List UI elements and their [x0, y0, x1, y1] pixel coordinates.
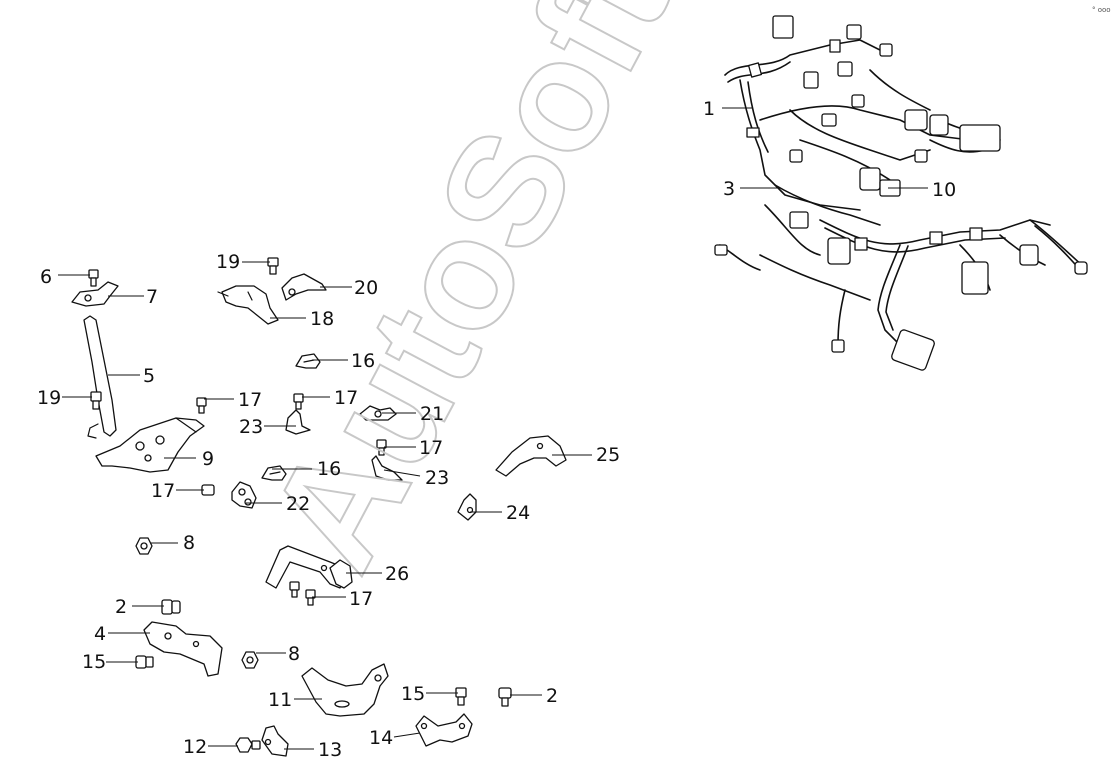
- bracket-part-7: [71, 281, 119, 307]
- leader-lines: [58, 107, 928, 750]
- callout-4: 4: [94, 623, 106, 645]
- callout-2-right: 2: [546, 685, 558, 707]
- clip-part-13: [261, 725, 289, 757]
- callout-18: 18: [310, 308, 334, 330]
- clip-part-16-top: [295, 353, 321, 369]
- callout-8-left: 8: [183, 532, 195, 554]
- bracket-part-25: [495, 435, 567, 477]
- callout-19-left: 19: [37, 387, 61, 409]
- bolt-part-17-a: [196, 397, 207, 414]
- callout-3: 3: [723, 178, 735, 200]
- bracket-part-23-left: [285, 409, 311, 435]
- callout-5: 5: [143, 365, 155, 387]
- callout-15-right: 15: [401, 683, 425, 705]
- bolt-part-17-e: [289, 581, 316, 606]
- callout-16-mid: 16: [317, 458, 341, 480]
- callout-26: 26: [385, 563, 409, 585]
- callout-17-a: 17: [238, 389, 262, 411]
- callout-22: 22: [286, 493, 310, 515]
- bolt-part-17-c: [376, 439, 387, 456]
- bracket-part-14: [415, 713, 473, 747]
- callout-20: 20: [354, 277, 378, 299]
- bolt-part-2-left: [161, 599, 181, 615]
- bracket-part-20: [281, 273, 327, 301]
- callout-numbers: 1 3 10 6 7 5 19 19 20 18 16 17 17 23 21 …: [37, 98, 956, 761]
- bolt-part-12: [235, 737, 261, 753]
- nut-part-8-right: [241, 651, 259, 669]
- callout-17-c: 17: [419, 437, 443, 459]
- callout-17-d: 17: [151, 480, 175, 502]
- bolt-part-6: [88, 269, 99, 287]
- bolt-part-15-left: [135, 655, 154, 669]
- wiring-harness: [714, 15, 1088, 371]
- bracket-part-24: [457, 493, 477, 521]
- bolt-part-2-right: [498, 687, 512, 707]
- callout-15-left: 15: [82, 651, 106, 673]
- callout-17-e: 17: [349, 588, 373, 610]
- callout-10: 10: [932, 179, 956, 201]
- callout-16-top: 16: [351, 350, 375, 372]
- callout-12: 12: [183, 736, 207, 758]
- callout-9: 9: [202, 448, 214, 470]
- bracket-part-9: [95, 417, 205, 473]
- bolt-part-17-b: [293, 393, 304, 410]
- bracket-part-4: [143, 621, 223, 677]
- callout-6: 6: [40, 266, 52, 288]
- bracket-part-11: [301, 663, 389, 717]
- callout-2-left: 2: [115, 596, 127, 618]
- bolt-part-15-right: [455, 687, 467, 706]
- callout-1: 1: [703, 98, 715, 120]
- bracket-part-23-right: [371, 455, 403, 481]
- corner-mark: ° ooo: [1092, 6, 1111, 14]
- callout-14: 14: [369, 727, 393, 749]
- bracket-part-5: [83, 315, 117, 439]
- callout-11: 11: [268, 689, 292, 711]
- bolt-part-19-left: [90, 391, 102, 410]
- bracket-part-18: [217, 285, 279, 325]
- bracket-part-26: [265, 545, 353, 589]
- callout-17-b: 17: [334, 387, 358, 409]
- callout-19-top: 19: [216, 251, 240, 273]
- bolt-part-19-top: [267, 257, 279, 275]
- callout-13: 13: [318, 739, 342, 761]
- callout-23-right: 23: [425, 467, 449, 489]
- callout-25: 25: [596, 444, 620, 466]
- callout-23-left: 23: [239, 416, 263, 438]
- clip-part-21: [359, 405, 397, 421]
- callout-24: 24: [506, 502, 530, 524]
- callout-8-right: 8: [288, 643, 300, 665]
- nut-part-8-left: [135, 537, 153, 555]
- callout-21: 21: [420, 403, 444, 425]
- callout-7: 7: [146, 286, 158, 308]
